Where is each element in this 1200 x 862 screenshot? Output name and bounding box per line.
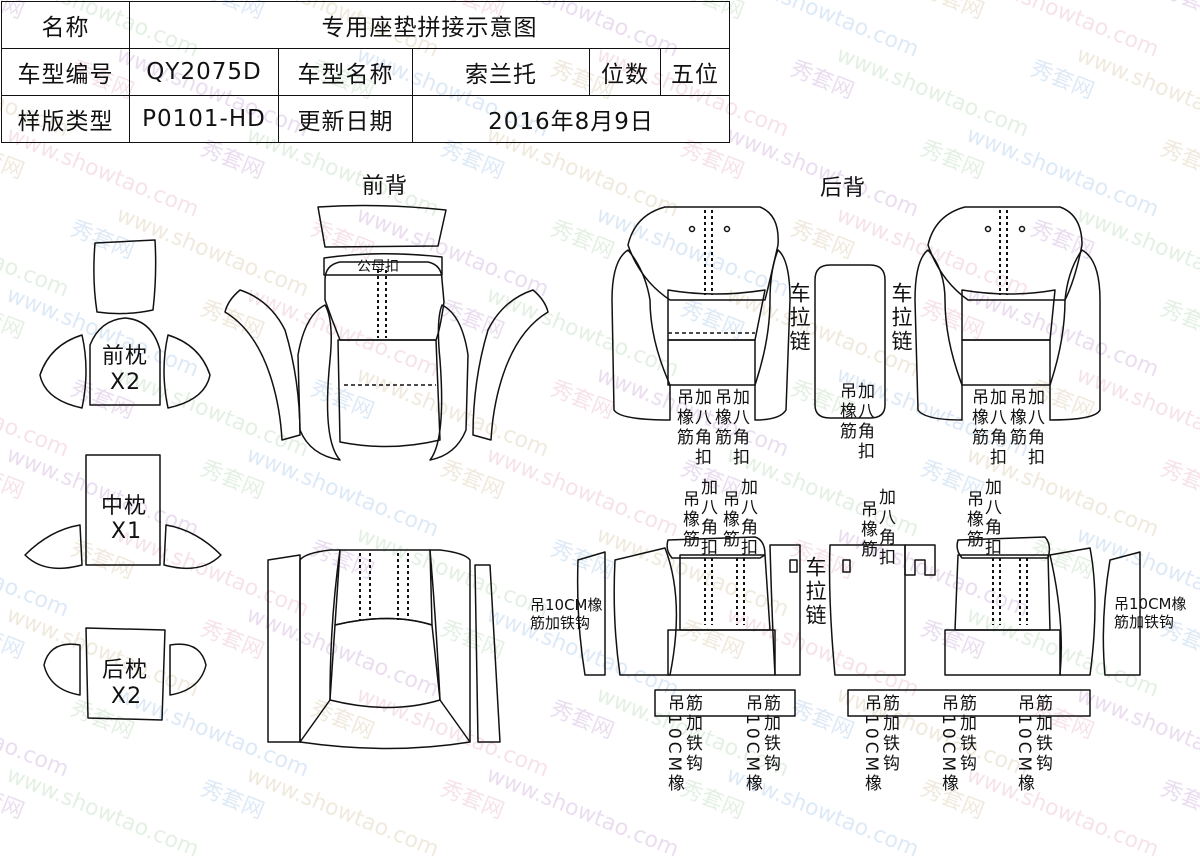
pattern-drawing [24, 204, 1141, 750]
elastic-hook-6b: 加八角扣 [697, 478, 717, 558]
elastic-hook-6a: 吊橡筋 [679, 490, 699, 550]
car-zipper-bottom: 车拉链 [803, 556, 827, 628]
rear-back-lower-left [576, 536, 801, 717]
strip-d-1: 吊10CM橡 [938, 694, 958, 795]
model-code-value: QY2075D [129, 48, 279, 96]
elastic-hook-4b: 加八角扣 [986, 388, 1006, 468]
elastic-hook-3b: 加八角扣 [854, 382, 874, 462]
update-date-value: 2016年8月9日 [412, 95, 730, 143]
elastic-hook-9a: 吊橡筋 [963, 490, 983, 550]
update-date-label: 更新日期 [278, 95, 413, 143]
seats-value: 五位 [660, 48, 730, 96]
elastic-hook-9b: 加八角扣 [981, 478, 1001, 558]
front-pillow-name: 前枕 [102, 344, 149, 369]
elastic-hook-8a: 吊橡筋 [857, 500, 877, 560]
snap-label: 公母扣 [357, 259, 399, 275]
strip-c-1: 吊10CM橡 [861, 694, 881, 795]
rear-back-upper-right [914, 206, 1101, 421]
front-back-title: 前背 [362, 174, 409, 199]
elastic-hook-8b: 加八角扣 [875, 488, 895, 568]
model-code-label: 车型编号 [1, 48, 130, 96]
rear-pillow-name: 后枕 [102, 658, 149, 683]
seats-label: 位数 [589, 48, 661, 96]
elastic-hook-5a: 吊橡筋 [1006, 388, 1026, 448]
elastic-hook-7a: 吊橡筋 [719, 490, 739, 550]
elastic-hook-2b: 加八角扣 [729, 388, 749, 468]
iron-hook-left-1: 吊10CM橡 [530, 596, 603, 614]
rear-back-lower-right [789, 536, 1141, 717]
elastic-hook-5b: 加八角扣 [1024, 388, 1044, 468]
strip-d-2: 筋加铁钩 [956, 694, 976, 774]
strip-c-2: 筋加铁钩 [879, 694, 899, 774]
model-name-value: 索兰托 [412, 48, 590, 96]
rear-pillow-pieces [43, 627, 207, 721]
rear-back-center-top [814, 264, 886, 419]
car-zipper-left: 车拉链 [787, 282, 811, 354]
elastic-hook-4a: 吊橡筋 [968, 388, 988, 448]
name-label: 名称 [1, 1, 130, 49]
front-pillow-pieces [39, 239, 211, 409]
front-back-lower [267, 549, 501, 750]
strip-a-2: 筋加铁钩 [682, 694, 702, 774]
elastic-hook-2a: 吊橡筋 [711, 388, 731, 448]
strip-b-1: 吊10CM橡 [742, 694, 762, 795]
strip-e-1: 吊10CM橡 [1014, 694, 1034, 795]
car-zipper-right: 车拉链 [889, 282, 913, 354]
strip-e-2: 筋加铁钩 [1032, 694, 1052, 774]
strip-a-1: 吊10CM橡 [664, 694, 684, 795]
front-pillow-qty: X2 [110, 370, 142, 395]
elastic-hook-1b: 加八角扣 [691, 388, 711, 468]
strip-b-2: 筋加铁钩 [760, 694, 780, 774]
elastic-hook-7b: 加八角扣 [737, 478, 757, 558]
rear-back-title: 后背 [820, 176, 867, 201]
middle-pillow-name: 中枕 [101, 494, 148, 519]
front-back-upper [224, 204, 549, 461]
iron-hook-right-1: 吊10CM橡 [1114, 595, 1187, 613]
middle-pillow-qty: X1 [111, 519, 143, 544]
rear-back-upper-left [611, 206, 791, 421]
model-name-label: 车型名称 [278, 48, 413, 96]
rear-pillow-qty: X2 [111, 684, 143, 709]
info-table: 名称 专用座垫拼接示意图 车型编号 QY2075D 车型名称 索兰托 位数 五位… [1, 1, 730, 143]
middle-pillow-pieces [24, 454, 222, 570]
elastic-hook-3a: 吊橡筋 [836, 382, 856, 442]
elastic-hook-1a: 吊橡筋 [673, 388, 693, 448]
pattern-type-value: P0101-HD [129, 95, 279, 143]
pattern-type-label: 样版类型 [1, 95, 130, 143]
iron-hook-left-2: 筋加铁钩 [530, 614, 591, 632]
name-value: 专用座垫拼接示意图 [129, 1, 730, 49]
iron-hook-right-2: 筋加铁钩 [1114, 613, 1175, 631]
